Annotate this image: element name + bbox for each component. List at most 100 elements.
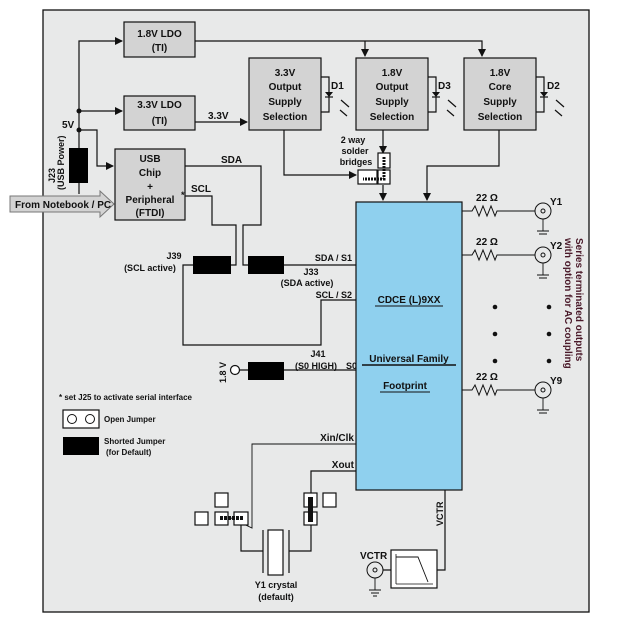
j41-label: J41 bbox=[310, 349, 325, 359]
svg-text:3.3V: 3.3V bbox=[275, 68, 296, 79]
serial-wiring bbox=[182, 165, 356, 371]
resistor bbox=[462, 204, 535, 218]
scl-label: SCL bbox=[191, 184, 211, 195]
j23-sub-label: (USB Power) bbox=[56, 135, 66, 190]
svg-text:Chip: Chip bbox=[139, 168, 161, 179]
svg-text:3.3V LDO: 3.3V LDO bbox=[137, 100, 182, 111]
j33-sub-label: (SDA active) bbox=[281, 278, 334, 288]
svg-text:Supply: Supply bbox=[268, 97, 302, 108]
svg-text:+: + bbox=[147, 182, 153, 193]
resistor-label: 22 Ω bbox=[476, 193, 498, 204]
device-name: CDCE (L)9XX bbox=[378, 295, 441, 306]
5v-label: 5V bbox=[62, 120, 75, 131]
cdce-device-block: CDCE (L)9XX Universal Family Footprint bbox=[355, 201, 463, 491]
from-pc-arrow bbox=[9, 189, 115, 219]
svg-text:Open Jumper: Open Jumper bbox=[104, 415, 156, 424]
3v3-label: 3.3V bbox=[208, 111, 229, 122]
svg-text:Core: Core bbox=[489, 82, 512, 93]
crystal-sub-label: (default) bbox=[258, 592, 294, 602]
svg-text:1.8V: 1.8V bbox=[382, 68, 403, 79]
svg-text:Shorted Jumper: Shorted Jumper bbox=[104, 437, 165, 446]
svg-text:Output: Output bbox=[269, 82, 302, 93]
xout-label: Xout bbox=[332, 460, 355, 471]
resistor bbox=[462, 383, 535, 397]
s0-label: S0 bbox=[346, 361, 357, 371]
svg-text:Selection: Selection bbox=[370, 112, 414, 123]
j23-jumper bbox=[69, 148, 88, 183]
svg-text:(for Default): (for Default) bbox=[106, 448, 152, 457]
output-name-label: Y2 bbox=[550, 241, 563, 252]
svg-text:Output: Output bbox=[376, 82, 409, 93]
svg-text:Supply: Supply bbox=[483, 97, 517, 108]
coax-center bbox=[540, 252, 546, 258]
crystal-wiring bbox=[194, 443, 356, 552]
solder-label-1: 2 way bbox=[341, 135, 366, 145]
svg-text:1.8V: 1.8V bbox=[490, 68, 511, 79]
led-diodes bbox=[321, 76, 565, 117]
solder-label-3: bridges bbox=[340, 157, 373, 167]
ground-icon bbox=[537, 219, 549, 235]
coax-center bbox=[540, 387, 546, 393]
vctr-wiring bbox=[383, 490, 446, 571]
j41-jumper bbox=[248, 362, 284, 380]
y1-crystal bbox=[262, 529, 290, 576]
output-1v8-supply-block: 1.8V Output Supply Selection bbox=[355, 57, 429, 131]
power-wiring bbox=[76, 37, 500, 201]
svg-text:Supply: Supply bbox=[375, 97, 409, 108]
scl-s2-label: SCL / S2 bbox=[316, 290, 352, 300]
output-name-label: Y9 bbox=[550, 376, 563, 387]
ldo-3v3-block: 3.3V LDO (TI) bbox=[123, 95, 196, 131]
sda-s1-label: SDA / S1 bbox=[315, 253, 352, 263]
svg-text:(TI): (TI) bbox=[152, 116, 168, 127]
output-y1: 22 Ω Y1 bbox=[462, 193, 563, 235]
svg-text:Selection: Selection bbox=[263, 112, 307, 123]
output-y9: 22 Ω Y9 bbox=[462, 372, 563, 414]
resistor bbox=[462, 248, 535, 262]
j33-label: J33 bbox=[303, 267, 318, 277]
svg-text:USB: USB bbox=[139, 154, 160, 165]
crystal-label: Y1 crystal bbox=[255, 580, 298, 590]
d3-label: D3 bbox=[438, 81, 451, 92]
output-3v3-supply-block: 3.3V Output Supply Selection bbox=[248, 57, 322, 131]
outputs-note-2: with option for AC coupling bbox=[562, 237, 573, 369]
sda-label: SDA bbox=[221, 155, 242, 166]
ground-icon bbox=[537, 263, 549, 279]
j39-jumper bbox=[193, 256, 231, 274]
output-name-label: Y1 bbox=[550, 197, 563, 208]
usb-chip-block: USB Chip + Peripheral (FTDI) * bbox=[114, 148, 186, 221]
outputs-note-1: Series terminated outputs bbox=[573, 238, 584, 362]
open-jumper-legend: Open Jumper bbox=[62, 409, 156, 429]
vctr-input-label: VCTR bbox=[360, 551, 388, 562]
xin-label: Xin/Clk bbox=[320, 433, 354, 444]
j41-sub-label: (S0 HIGH) bbox=[295, 361, 337, 371]
shorted-jumper-legend: Shorted Jumper (for Default) bbox=[63, 437, 165, 457]
device-family: Universal Family bbox=[369, 354, 449, 365]
device-footprint: Footprint bbox=[383, 381, 428, 392]
resistor-label: 22 Ω bbox=[476, 372, 498, 383]
svg-text:Peripheral: Peripheral bbox=[126, 195, 175, 206]
svg-text:1.8V LDO: 1.8V LDO bbox=[137, 29, 182, 40]
coax-center bbox=[540, 208, 546, 214]
ground-icon bbox=[537, 398, 549, 414]
1v8-label: 1.8 V bbox=[218, 362, 228, 383]
svg-text:*: * bbox=[181, 190, 185, 200]
ldo-1v8-block: 1.8V LDO (TI) bbox=[123, 21, 196, 58]
core-1v8-supply-block: 1.8V Core Supply Selection bbox=[463, 57, 537, 131]
d2-label: D2 bbox=[547, 81, 560, 92]
solder-bridges bbox=[357, 152, 391, 185]
solder-label-2: solder bbox=[341, 146, 369, 156]
svg-text:Selection: Selection bbox=[478, 112, 522, 123]
j39-sub-label: (SCL active) bbox=[124, 263, 176, 273]
1v8-terminal bbox=[229, 364, 241, 376]
output-ellipsis bbox=[492, 304, 552, 364]
j23-label: J23 bbox=[47, 168, 57, 183]
footnote: * set J25 to activate serial interface bbox=[59, 393, 193, 402]
vctr-filter-block bbox=[390, 549, 438, 589]
j39-label: J39 bbox=[166, 251, 181, 261]
from-pc-label: From Notebook / PC bbox=[15, 200, 111, 211]
svg-text:(TI): (TI) bbox=[152, 43, 168, 54]
svg-text:(FTDI): (FTDI) bbox=[136, 208, 165, 219]
j33-jumper bbox=[248, 256, 284, 274]
